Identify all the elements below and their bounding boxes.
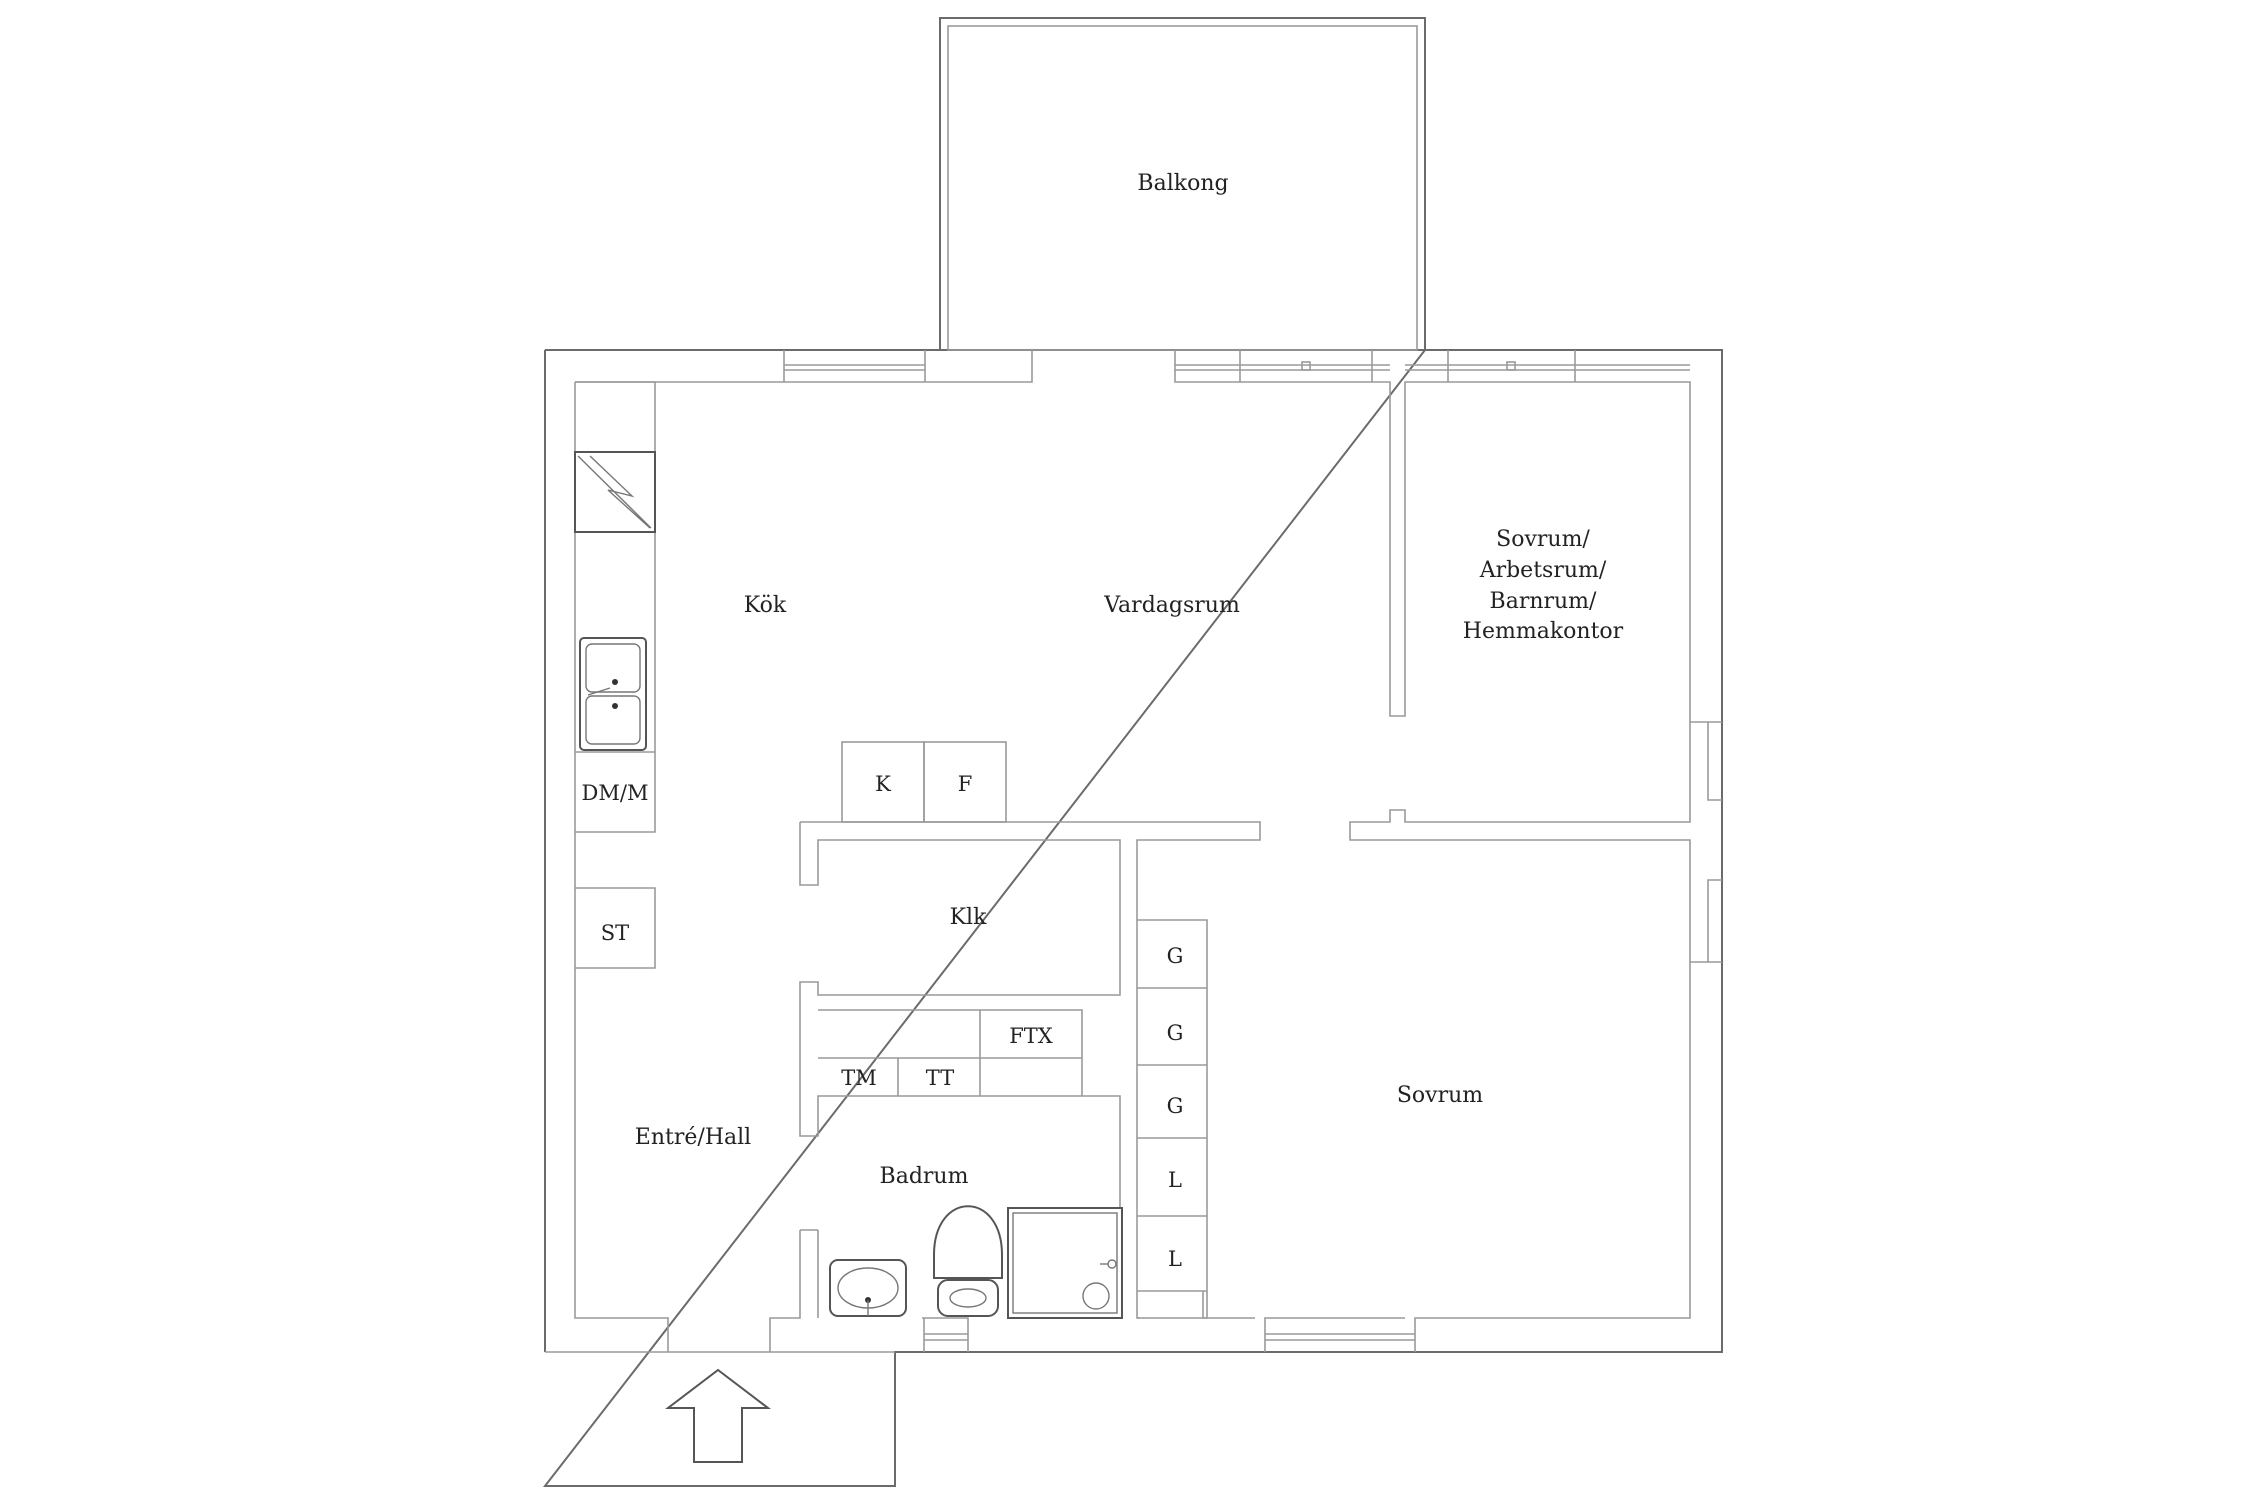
room-label-sovrum-multi-2: Arbetsrum/: [1479, 558, 1607, 583]
balcony: [939, 17, 1426, 351]
shower-icon: [1007, 1207, 1123, 1319]
room-label-sovrum-multi-3: Barnrum/: [1490, 589, 1598, 614]
room-label-vardagsrum: Vardagsrum: [1103, 593, 1240, 618]
kitchen-counter: [575, 381, 656, 969]
wardrobe-label: L: [1168, 1247, 1182, 1271]
fixture-label-tm: TM: [841, 1066, 877, 1090]
wardrobe-label: L: [1168, 1168, 1182, 1192]
room-label-entre: Entré/Hall: [635, 1125, 751, 1150]
fixture-label-k: K: [875, 772, 891, 796]
outer-walls: [542, 349, 1723, 1487]
fixture-label-ftx: FTX: [1009, 1024, 1053, 1048]
room-label-sovrum-multi-4: Hemmakontor: [1463, 619, 1624, 644]
fixture-label-st: ST: [601, 921, 629, 945]
room-label-klk: Klk: [950, 905, 987, 930]
stove-icon: [574, 451, 656, 533]
fixture-label-tt: TT: [926, 1066, 954, 1090]
fixture-label-dm-m: DM/M: [582, 781, 649, 805]
room-label-sovrum: Sovrum: [1397, 1083, 1483, 1108]
room-label-sovrum-multi-1: Sovrum/: [1496, 527, 1590, 552]
toilet-icon: [933, 1205, 1003, 1317]
windows: [784, 350, 1690, 1341]
wardrobe-label: G: [1167, 944, 1184, 968]
arrow-up-icon: [665, 1368, 771, 1463]
fridge-freezer-units: [841, 741, 1007, 823]
room-label-kok: Kök: [744, 593, 787, 618]
wardrobe-label: G: [1167, 1021, 1184, 1045]
room-label-balkong: Balkong: [1137, 171, 1228, 196]
washbasin-icon: [829, 1259, 907, 1317]
fixture-label-f: F: [958, 772, 973, 796]
room-label-badrum: Badrum: [880, 1164, 969, 1189]
wardrobe-label: G: [1167, 1094, 1184, 1118]
double-sink-icon: [579, 637, 647, 751]
internal-walls: [769, 821, 1261, 1352]
